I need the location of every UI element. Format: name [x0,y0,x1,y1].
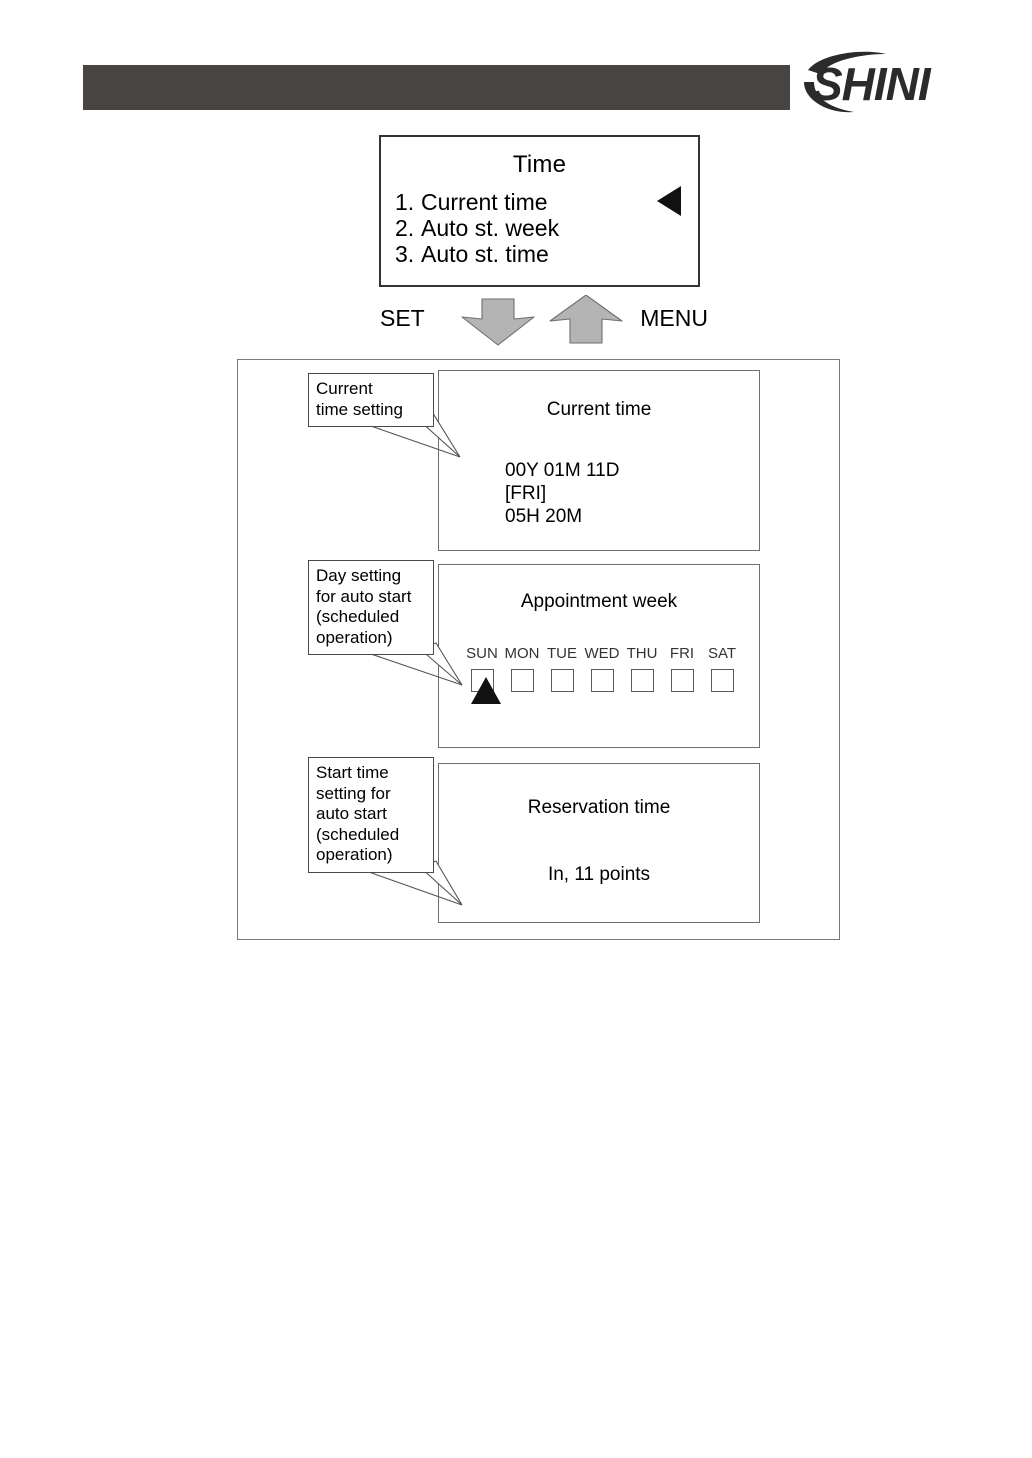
menu-item-number: 3. [395,241,415,267]
callout-line: operation) [316,845,393,864]
panel-appointment-week: Appointment week SUN MON TUE WED THU FRI… [438,564,760,748]
callout-line: Current [316,379,373,398]
panel-current-time: Current time 00Y 01M 11D [FRI] 05H 20M [438,370,760,551]
reservation-points-value: In, 11 points [547,864,651,885]
menu-item-label: Auto st. time [421,241,549,267]
triangle-up-icon [471,677,501,704]
callout-day-setting: Day setting for auto start (scheduled op… [308,560,434,655]
callout-line: time setting [316,399,403,419]
callout-line: (scheduled [316,824,400,844]
checkbox-fri[interactable] [670,669,694,692]
day-label-mon: MON [504,645,540,662]
date-line: 00Y 01M 11D [505,460,620,481]
callout-line: auto start [316,804,387,823]
arrow-down-icon [461,298,535,346]
checkbox-mon[interactable] [510,669,534,692]
callout-line: Start time [316,763,389,782]
callout-line: for auto start [316,586,412,606]
menu-item-current-time[interactable]: 1.Current time [395,189,655,215]
time-menu-screen: Time 1.Current time 2.Auto st. week 3.Au… [379,135,700,287]
day-label-thu: THU [626,645,658,662]
callout-line: setting for [316,783,391,803]
callout-line: (scheduled [316,607,400,626]
day-label-sat: SAT [707,645,737,662]
checkbox-thu[interactable] [630,669,654,692]
panel-reservation-time: Reservation time In, 11 points [438,763,760,923]
callout-current-time-setting: Current time setting [308,373,434,427]
panel-title: Reservation time [527,797,671,818]
checkbox-wed[interactable] [590,669,614,692]
day-label-fri: FRI [669,645,695,662]
current-time-values: 00Y 01M 11D [FRI] 05H 20M [505,459,619,528]
set-label: SET [380,305,425,331]
day-label-tue: TUE [547,645,577,662]
callout-line: Day setting [316,566,402,585]
panel-title: Current time [546,399,652,420]
menu-list: 1.Current time 2.Auto st. week 3.Auto st… [395,189,655,267]
checkbox-tue[interactable] [550,669,574,692]
day-label-sun: SUN [466,645,498,662]
menu-item-auto-st-week[interactable]: 2.Auto st. week [395,215,655,241]
menu-item-label: Current time [421,189,548,215]
svg-text:SHINI: SHINI [812,58,932,110]
menu-item-auto-st-time[interactable]: 3.Auto st. time [395,241,655,267]
clock-line: 05H 20M [505,506,583,527]
checkbox-sat[interactable] [710,669,734,692]
callout-line: operation) [316,627,393,647]
weekday-line: [FRI] [505,483,547,504]
header-bar [83,65,790,110]
callout-start-time-setting: Start time setting for auto start (sched… [308,757,434,873]
day-label-wed: WED [584,645,620,662]
triangle-left-icon [657,186,681,216]
menu-item-number: 2. [395,215,415,241]
menu-label: MENU [640,305,708,331]
arrow-up-icon [549,295,623,344]
week-day-labels: SUN MON TUE WED THU FRI SAT [463,645,741,662]
menu-title: Time [512,151,567,178]
set-menu-arrow-row: SET MENU [370,295,710,347]
menu-item-number: 1. [395,189,415,215]
panel-title: Appointment week [520,591,678,612]
menu-item-label: Auto st. week [421,215,560,241]
shini-logo: SHINI [790,48,970,120]
